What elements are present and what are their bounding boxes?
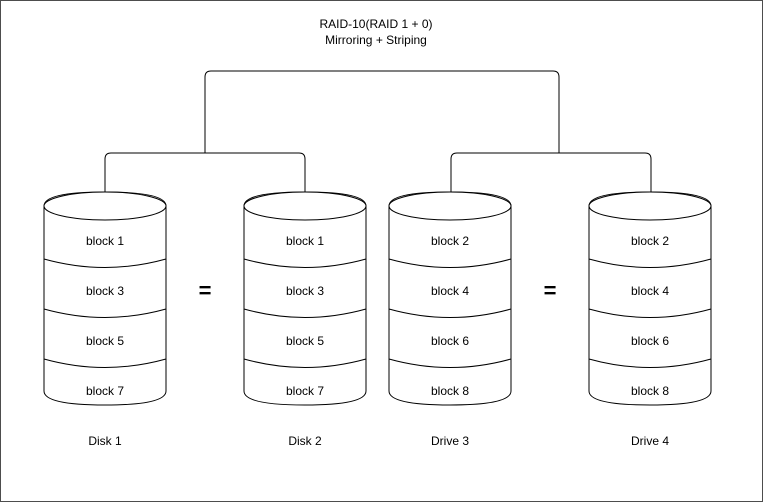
drive-3-cylinder-body xyxy=(388,191,512,406)
disk-1-group: block 1 block 3 block 5 block 7 Disk 1 xyxy=(43,191,167,448)
disk-2-divider-1 xyxy=(243,258,367,268)
disk-2-divider-3 xyxy=(243,358,367,368)
disk-1-block-label-1: block 3 xyxy=(86,284,124,298)
disk-2-group: block 1 block 3 block 5 block 7 Disk 2 xyxy=(243,191,367,448)
drive-4-label: Drive 4 xyxy=(631,434,669,448)
disk-2-cylinder-body xyxy=(243,191,367,406)
drive-4-cylinder-body xyxy=(588,191,712,406)
diagram-title-line1: RAID-10(RAID 1 + 0) xyxy=(319,17,432,31)
drive-3-block-label-1: block 4 xyxy=(431,284,469,298)
mirror-bracket-right-connector xyxy=(450,152,652,193)
disk-1-label: Disk 1 xyxy=(88,434,122,448)
disk-1-divider-3 xyxy=(43,358,167,368)
mirror-equals-left: = xyxy=(199,278,212,303)
drive-3-block-label-0: block 2 xyxy=(431,234,469,248)
disk-2-block-label-1: block 3 xyxy=(286,284,324,298)
drive-3-divider-3 xyxy=(388,358,512,368)
drive-4-cylinder-top xyxy=(588,191,712,221)
mirror-bracket-left-connector xyxy=(104,152,306,193)
diagram-title-line2: Mirroring + Striping xyxy=(325,33,427,47)
drive-4-block-label-1: block 4 xyxy=(631,284,669,298)
root-bracket-connector xyxy=(204,70,560,153)
drive-4-block-label-3: block 8 xyxy=(631,384,669,398)
drive-3-divider-1 xyxy=(388,258,512,268)
disk-1-divider-1 xyxy=(43,258,167,268)
disk-2-block-label-0: block 1 xyxy=(286,234,324,248)
disk-2-block-label-2: block 5 xyxy=(286,334,324,348)
disk-1-divider-2 xyxy=(43,308,167,318)
drive-4-divider-2 xyxy=(588,308,712,318)
disk-2-cylinder-top xyxy=(243,191,367,221)
disk-2-block-label-3: block 7 xyxy=(286,384,324,398)
mirror-equals-right: = xyxy=(544,278,557,303)
drive-3-divider-2 xyxy=(388,308,512,318)
drive-4-block-label-0: block 2 xyxy=(631,234,669,248)
drive-4-group: block 2 block 4 block 6 block 8 Drive 4 xyxy=(588,191,712,448)
drive-3-cylinder-top xyxy=(388,191,512,221)
drive-4-divider-3 xyxy=(588,358,712,368)
disk-2-label: Disk 2 xyxy=(288,434,322,448)
drive-4-block-label-2: block 6 xyxy=(631,334,669,348)
disk-1-block-label-0: block 1 xyxy=(86,234,124,248)
disk-1-block-label-2: block 5 xyxy=(86,334,124,348)
drive-4-divider-1 xyxy=(588,258,712,268)
drive-3-block-label-3: block 8 xyxy=(431,384,469,398)
disk-2-divider-2 xyxy=(243,308,367,318)
drive-3-block-label-2: block 6 xyxy=(431,334,469,348)
drive-3-label: Drive 3 xyxy=(431,434,469,448)
disk-1-cylinder-body xyxy=(43,191,167,406)
disk-1-cylinder-top xyxy=(43,191,167,221)
disk-1-block-label-3: block 7 xyxy=(86,384,124,398)
drive-3-group: block 2 block 4 block 6 block 8 Drive 3 xyxy=(388,191,512,448)
